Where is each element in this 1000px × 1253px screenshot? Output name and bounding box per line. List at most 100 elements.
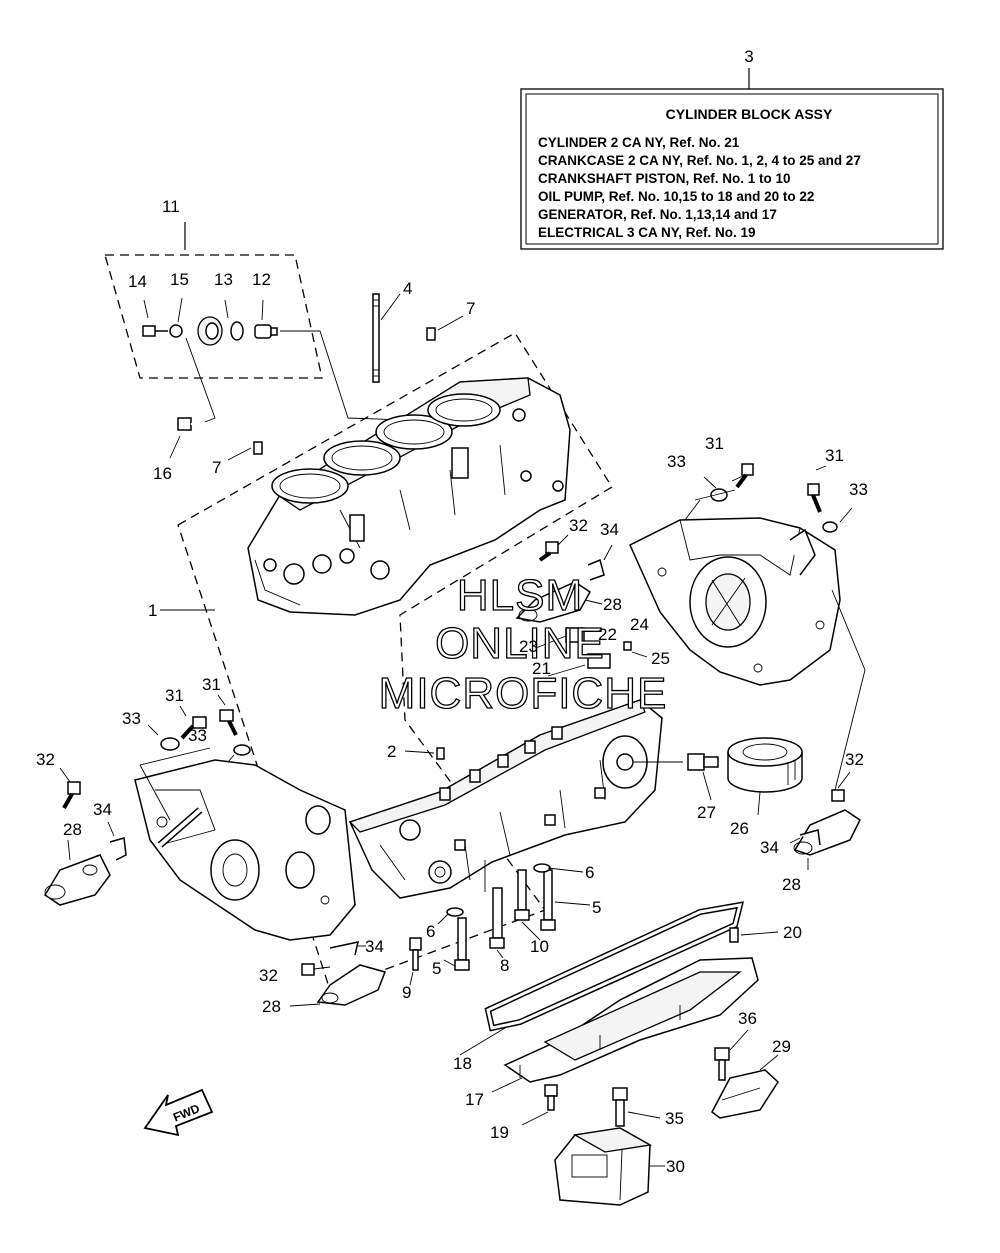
washer-33-d	[233, 744, 251, 756]
watermark: HLSM ONLINE MICROFICHE	[378, 570, 668, 718]
callout-labels: 1 2 4 5 5 6 6 7 7 8 9 10 11 12 13 14 15 …	[36, 197, 868, 1176]
fitting-27	[687, 753, 719, 801]
seal-housing-13	[197, 316, 223, 346]
legend-box: 3 CYLINDER BLOCK ASSY CYLINDER 2 CA NY, …	[520, 47, 944, 250]
watermark-line-2: ONLINE	[435, 619, 605, 668]
callout-28-left: 28	[63, 820, 82, 839]
callout-32-left: 32	[36, 750, 55, 769]
callout-18: 18	[453, 1054, 472, 1073]
washer-15	[169, 324, 183, 338]
callout-31-b: 31	[825, 446, 844, 465]
callout-12: 12	[252, 270, 271, 289]
gasket-18	[459, 901, 745, 1056]
callout-31-d: 31	[202, 675, 221, 694]
watermark-line-3: MICROFICHE	[379, 669, 668, 718]
callout-5-left: 5	[432, 959, 441, 978]
clip-34-left	[107, 821, 127, 861]
bolt-5-right	[540, 869, 556, 931]
bolt-31-c	[180, 716, 207, 740]
o-ring-13	[230, 321, 244, 341]
cylinder-block	[247, 377, 571, 616]
dowel-pin-7-lower	[227, 441, 263, 461]
callout-33-c: 33	[122, 709, 141, 728]
bolt-14	[142, 325, 168, 337]
washer-6-right	[533, 863, 551, 873]
callout-9: 9	[402, 983, 411, 1002]
fwd-arrow-icon: FWD	[143, 1088, 214, 1137]
callout-35: 35	[665, 1109, 684, 1128]
crankcase-bolts	[409, 860, 591, 986]
lower-crankcase	[348, 699, 683, 899]
right-cover-fasteners	[694, 463, 853, 533]
bolt-32-middle	[538, 534, 569, 562]
legend-line-generator: GENERATOR, Ref. No. 1,13,14 and 17	[538, 207, 777, 222]
legend-line-electrical: ELECTRICAL 3 CA NY, Ref. No. 19	[538, 225, 756, 240]
bolt-31-a	[735, 463, 754, 489]
callout-32-middle: 32	[569, 516, 588, 535]
callout-34-left: 34	[93, 800, 112, 819]
callout-16: 16	[153, 464, 172, 483]
bolt-31-b	[807, 483, 822, 513]
washer-33-a	[710, 488, 728, 502]
callout-24: 24	[630, 615, 649, 634]
washer-33-c	[160, 737, 180, 751]
callout-28-bottom: 28	[262, 997, 281, 1016]
bolt-5-left	[454, 917, 470, 971]
callout-31-c: 31	[165, 686, 184, 705]
callout-33-b: 33	[849, 480, 868, 499]
bolt-9	[409, 937, 422, 971]
callout-33-d: 33	[188, 726, 207, 745]
washer-33-b	[822, 521, 838, 533]
callout-10: 10	[530, 937, 549, 956]
callout-32-bottom: 32	[259, 966, 278, 985]
bolt-35	[612, 1087, 661, 1127]
stud-bolt-4	[372, 293, 401, 383]
callout-15: 15	[170, 270, 189, 289]
callout-21: 21	[532, 659, 551, 678]
callout-7-lower: 7	[212, 458, 221, 477]
callout-7-upper: 7	[466, 299, 475, 318]
callout-25: 25	[651, 649, 670, 668]
clip-34-bottom	[329, 941, 366, 956]
callout-6-right: 6	[585, 863, 594, 882]
callout-36: 36	[738, 1009, 757, 1028]
callout-1: 1	[148, 601, 157, 620]
oil-filter-26	[727, 737, 803, 816]
bolt-16	[177, 417, 210, 431]
callout-4: 4	[403, 279, 412, 298]
callout-3: 3	[744, 47, 753, 66]
callout-20: 20	[783, 923, 802, 942]
callout-6-left: 6	[426, 922, 435, 941]
clip-34-right	[789, 829, 821, 846]
legend-line-crankshaft: CRANKSHAFT PISTON, Ref. No. 1 to 10	[538, 171, 791, 186]
bolt-32-bottom	[301, 963, 331, 976]
callout-31-a: 31	[705, 434, 724, 453]
callout-26: 26	[730, 819, 749, 838]
bolt-32-left	[59, 767, 81, 809]
callout-28-middle: 28	[603, 595, 622, 614]
callout-11: 11	[162, 197, 180, 216]
callout-34-middle: 34	[600, 520, 619, 539]
legend-title: CYLINDER BLOCK ASSY	[666, 106, 833, 122]
callout-27: 27	[697, 803, 716, 822]
callout-19: 19	[490, 1123, 509, 1142]
bolt-36	[714, 1029, 749, 1081]
callout-30: 30	[666, 1157, 685, 1176]
dowel-pin-20	[729, 927, 779, 943]
clip-34-middle	[587, 544, 613, 581]
plug-12	[254, 324, 278, 339]
washer-6-left	[446, 907, 464, 917]
callout-17: 17	[465, 1090, 484, 1109]
callout-14: 14	[128, 272, 147, 291]
watermark-line-1: HLSM	[457, 571, 583, 620]
generator-cover-left	[134, 747, 356, 941]
mount-28-bottom	[289, 964, 386, 1007]
electrical-box-30	[554, 1127, 665, 1206]
bolt-8	[489, 887, 505, 949]
callout-34-bottom: 34	[365, 937, 384, 956]
oil-pan-17	[491, 957, 759, 1093]
callout-13: 13	[214, 270, 233, 289]
bolt-10	[514, 869, 530, 921]
callout-23: 23	[519, 637, 538, 656]
